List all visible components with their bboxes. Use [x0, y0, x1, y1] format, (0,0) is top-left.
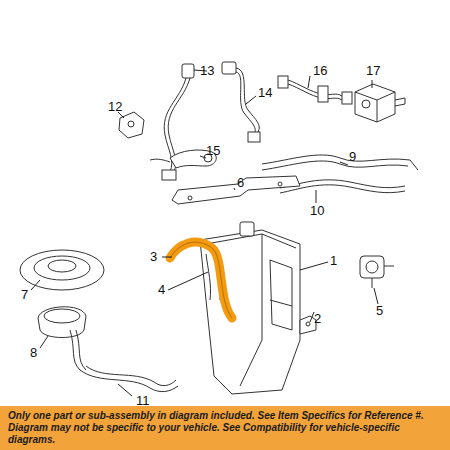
callout-number: 8	[30, 346, 37, 360]
callout-number: 16	[313, 64, 327, 78]
vent-valve	[360, 256, 394, 288]
callout-number: 10	[310, 204, 324, 218]
callout-number: 7	[21, 288, 28, 302]
leader-lines	[31, 70, 378, 396]
callout-number: 4	[158, 283, 165, 297]
callout-number: 3	[150, 250, 157, 264]
callout-number: 17	[366, 64, 380, 78]
mounting-bracket	[300, 316, 316, 334]
callout-number: 13	[200, 64, 214, 78]
callout-number: 15	[206, 144, 220, 158]
callout-number: 6	[237, 176, 244, 190]
highlighted-hose	[170, 242, 232, 318]
oxygen-sensor	[222, 62, 260, 142]
purge-valve	[355, 84, 405, 122]
sensor-harness	[278, 76, 352, 104]
callout-number: 9	[349, 150, 356, 164]
callout-number: 14	[258, 86, 272, 100]
canister-bracket	[172, 176, 300, 204]
callout-number: 2	[314, 312, 321, 326]
callout-number: 1	[330, 254, 337, 268]
disclaimer-band: Only one part or sub-assembly in diagram…	[0, 406, 450, 450]
filler-neck-seal	[20, 250, 104, 290]
filler-housing	[38, 307, 86, 370]
callout-number: 12	[108, 100, 122, 114]
vent-tube	[80, 366, 178, 392]
callout-number: 5	[376, 304, 383, 318]
sensor-bracket	[119, 112, 144, 138]
disclaimer-text: Only one part or sub-assembly in diagram…	[8, 410, 442, 446]
